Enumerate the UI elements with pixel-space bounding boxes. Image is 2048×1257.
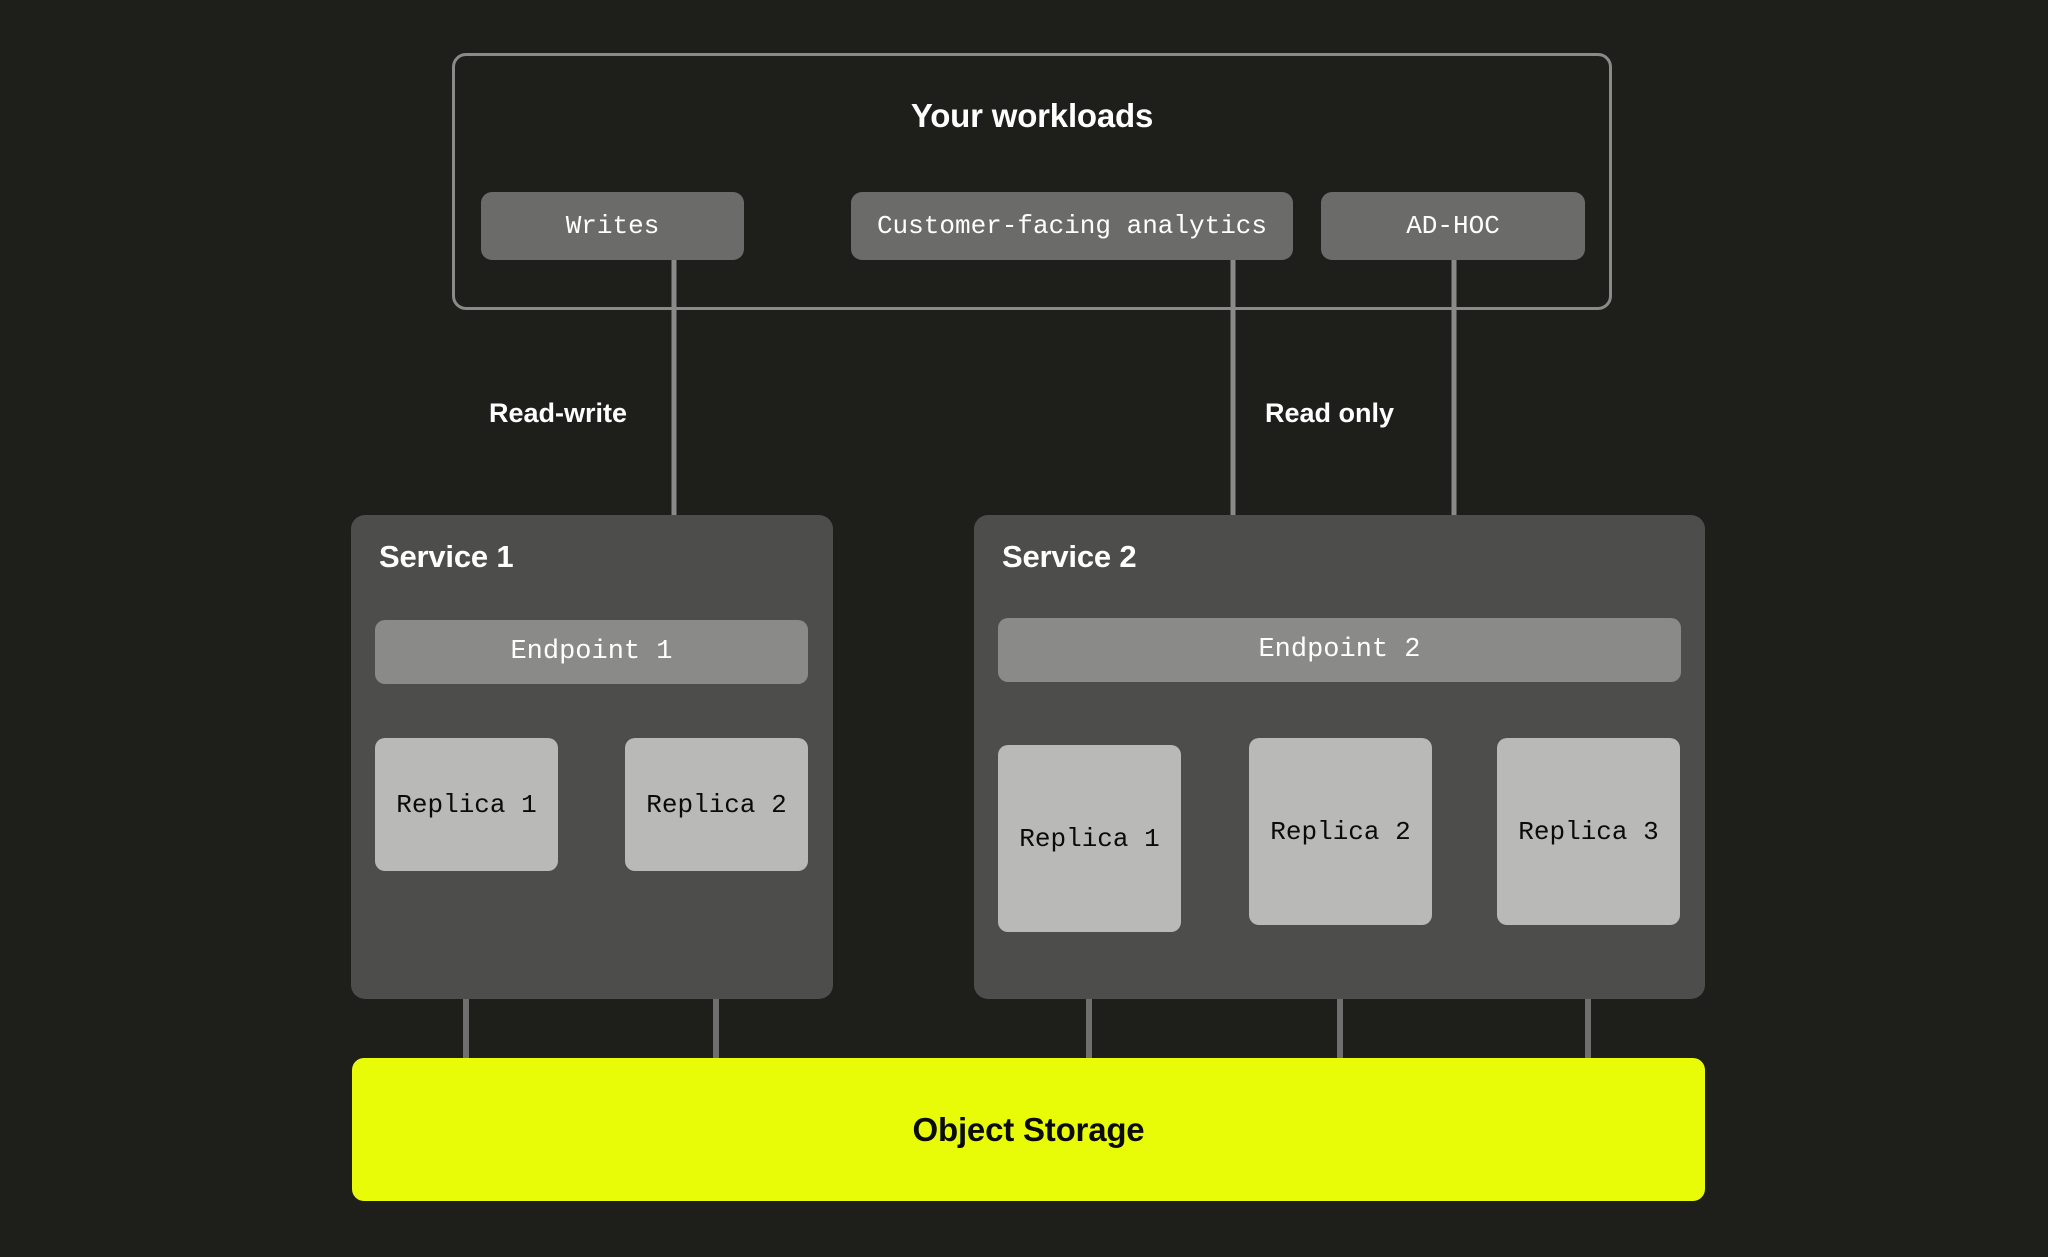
service-1-replica-1[interactable]: Replica 1 (375, 738, 558, 871)
service-1-endpoint[interactable]: Endpoint 1 (375, 620, 808, 684)
workload-chip-ad-hoc[interactable]: AD-HOC (1321, 192, 1585, 260)
edge-label-read-write: Read-write (489, 397, 628, 428)
service-2-replica-3[interactable]: Replica 3 (1497, 738, 1680, 925)
service-2-endpoint[interactable]: Endpoint 2 (998, 618, 1681, 682)
workloads-frame (452, 53, 1612, 310)
object-storage-bar[interactable]: Object Storage (352, 1058, 1705, 1201)
workloads-title: Your workloads (910, 97, 1154, 134)
workload-chip-writes[interactable]: Writes (481, 192, 744, 260)
service-2-title: Service 2 (1002, 539, 1137, 574)
service-2-replica-1[interactable]: Replica 1 (998, 745, 1181, 932)
service-1-replica-2[interactable]: Replica 2 (625, 738, 808, 871)
service-1-title: Service 1 (379, 539, 514, 574)
workload-chip-customer-facing-analytics[interactable]: Customer-facing analytics (851, 192, 1293, 260)
service-2-replica-2[interactable]: Replica 2 (1249, 738, 1432, 925)
edge-label-read-only: Read only (1265, 397, 1395, 428)
